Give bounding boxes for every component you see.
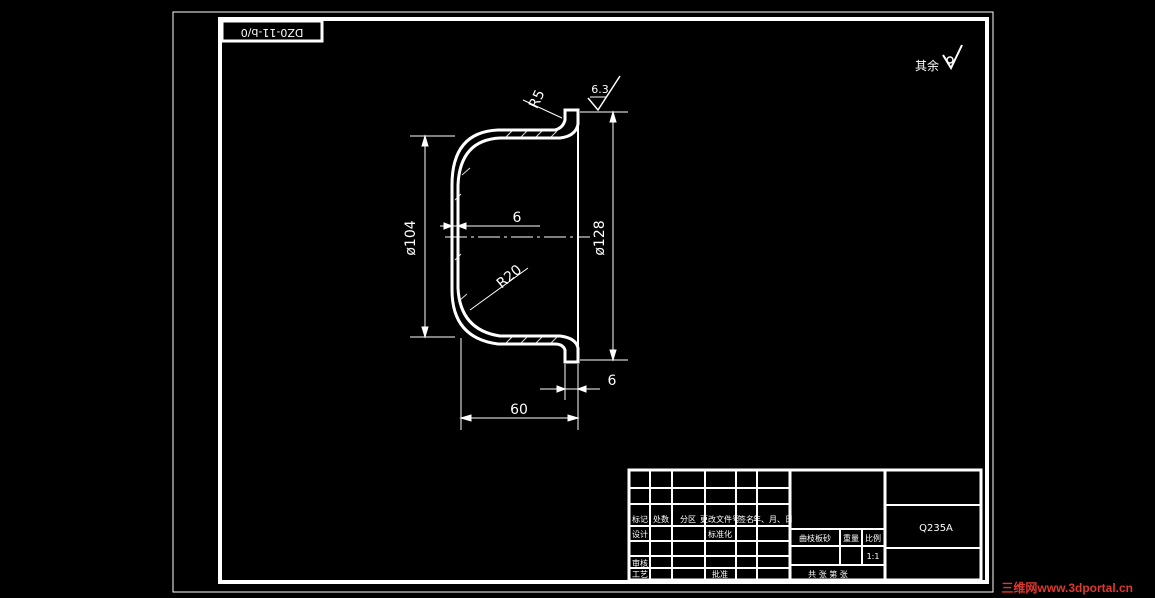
dim-d-outer-label: ø128 bbox=[592, 220, 608, 255]
drawing-frame bbox=[218, 17, 989, 584]
tb-header-4: 签名 bbox=[738, 514, 754, 524]
tb-header-1: 处数 bbox=[653, 514, 669, 524]
roughness-circle-icon bbox=[946, 56, 954, 64]
dim-r5-label: R5 bbox=[526, 87, 548, 111]
tb-label-review: 审核 bbox=[632, 558, 648, 568]
tb-label-approve: 批准 bbox=[712, 569, 728, 579]
tb-label-process: 工艺 bbox=[632, 570, 648, 579]
dim-r20-leader bbox=[469, 267, 529, 311]
tb-scale-value: 1:1 bbox=[867, 552, 880, 561]
dim-r5-leader bbox=[522, 99, 563, 119]
part-profile bbox=[450, 108, 580, 364]
dim-d-inner bbox=[410, 134, 455, 339]
tb-label-standard: 标准化 bbox=[708, 529, 732, 539]
roughness-symbol-icon bbox=[942, 44, 963, 71]
dim-length-label: 60 bbox=[510, 402, 528, 418]
dim-length bbox=[459, 338, 580, 430]
dim-flange-label: 6 bbox=[608, 373, 617, 389]
dim-wall-label: 6 bbox=[513, 210, 522, 226]
dim-flange bbox=[540, 364, 600, 430]
tb-header-3: 更改文件号 bbox=[700, 514, 740, 524]
flange-roughness-icon bbox=[587, 75, 621, 112]
dim-d-inner-label: ø104 bbox=[403, 220, 419, 255]
watermark-text: 三维网www.3dportal.cn bbox=[1001, 580, 1133, 595]
tb-header-2: 分区 bbox=[680, 515, 696, 524]
tb-header-0: 标记 bbox=[632, 514, 648, 524]
title-block bbox=[627, 468, 983, 582]
dim-r20-label: R20 bbox=[494, 262, 525, 292]
tb-label-design: 设计 bbox=[632, 529, 648, 539]
tb-scale-label: 比例 bbox=[865, 533, 881, 543]
tb-header-5: 年、月、日 bbox=[753, 514, 793, 524]
dim-wall bbox=[440, 222, 540, 230]
tb-sheet-label: 共 张 第 张 bbox=[808, 569, 848, 579]
flange-roughness-value: 6.3 bbox=[591, 83, 609, 96]
dim-d-outer bbox=[580, 110, 628, 362]
drawing-number: DZ0-11-b/0 bbox=[241, 26, 304, 39]
drawing-number-box bbox=[220, 19, 324, 43]
sheet-outer-border bbox=[172, 11, 994, 593]
roughness-note: 其余 bbox=[915, 58, 939, 73]
tb-weight-label: 重量 bbox=[843, 533, 859, 543]
tb-material: Q235A bbox=[919, 523, 953, 534]
tb-part-name: 曲枝板砂 bbox=[799, 533, 831, 543]
